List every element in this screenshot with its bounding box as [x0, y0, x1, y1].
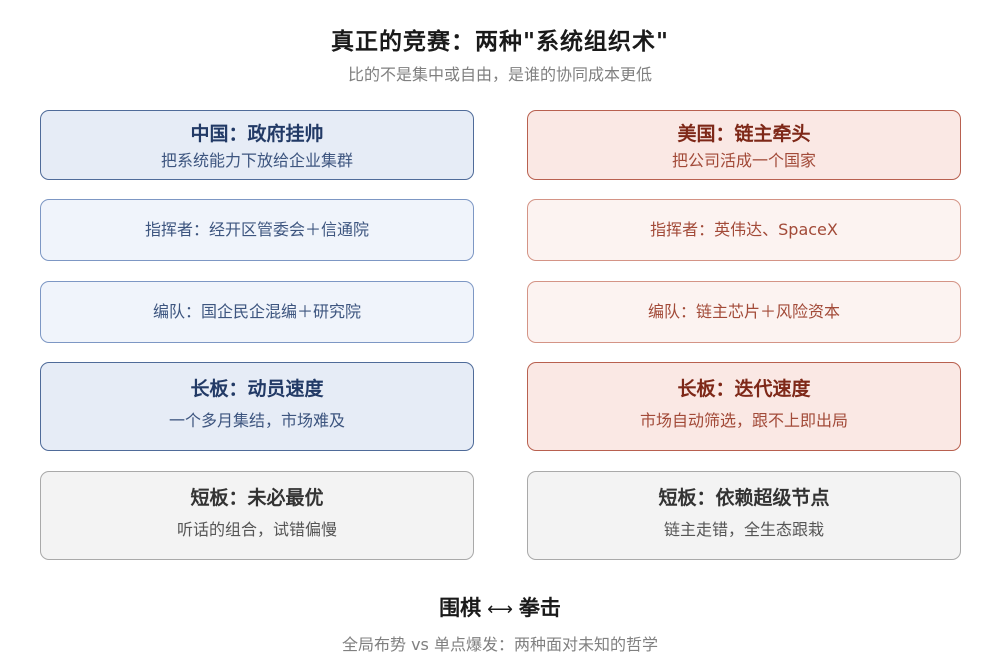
usa-commander-box: 指挥者：英伟达、SpaceX	[527, 199, 961, 261]
china-header-desc: 把系统能力下放给企业集群	[160, 151, 353, 170]
usa-strength-title: 长板：迭代速度	[677, 378, 811, 400]
usa-weakness-box: 短板：依赖超级节点 链主走错，全生态跟栽	[527, 471, 961, 560]
china-weakness-desc: 听话的组合，试错偏慢	[176, 520, 337, 539]
china-commander-box: 指挥者：经开区管委会＋信通院	[40, 199, 474, 261]
china-header-box: 中国：政府挂帅 把系统能力下放给企业集群	[40, 110, 474, 180]
usa-header-desc: 把公司活成一个国家	[671, 151, 816, 170]
usa-formation-text: 编队：链主芯片＋风险资本	[647, 302, 840, 321]
china-header-title: 中国：政府挂帅	[190, 123, 324, 145]
diagram-title: 真正的竞赛：两种"系统组织术"	[331, 29, 669, 55]
usa-header-title: 美国：链主牵头	[677, 123, 811, 145]
china-weakness-box: 短板：未必最优 听话的组合，试错偏慢	[40, 471, 474, 560]
double-arrow-icon: ⟷	[487, 599, 513, 620]
usa-commander-text: 指挥者：英伟达、SpaceX	[650, 220, 838, 239]
bottom-title: 围棋⟷拳击	[0, 592, 1000, 622]
usa-weakness-desc: 链主走错，全生态跟栽	[663, 520, 824, 539]
china-strength-title: 长板：动员速度	[190, 378, 324, 400]
china-strength-desc: 一个多月集结，市场难及	[168, 411, 345, 430]
bottom-right-word: 拳击	[518, 596, 561, 620]
usa-strength-box: 长板：迭代速度 市场自动筛选，跟不上即出局	[527, 362, 961, 451]
usa-header-box: 美国：链主牵头 把公司活成一个国家	[527, 110, 961, 180]
usa-formation-box: 编队：链主芯片＋风险资本	[527, 281, 961, 343]
china-weakness-title: 短板：未必最优	[190, 487, 324, 509]
usa-weakness-title: 短板：依赖超级节点	[658, 487, 830, 509]
diagram-subtitle: 比的不是集中或自由，是谁的协同成本更低	[347, 65, 652, 84]
china-commander-text: 指挥者：经开区管委会＋信通院	[144, 220, 369, 239]
usa-strength-desc: 市场自动筛选，跟不上即出局	[639, 411, 848, 430]
china-formation-box: 编队：国企民企混编＋研究院	[40, 281, 474, 343]
bottom-subtitle: 全局布势 vs 单点爆发：两种面对未知的哲学	[342, 635, 658, 654]
china-strength-box: 长板：动员速度 一个多月集结，市场难及	[40, 362, 474, 451]
bottom-left-word: 围棋	[439, 596, 482, 620]
china-formation-text: 编队：国企民企混编＋研究院	[152, 302, 361, 321]
